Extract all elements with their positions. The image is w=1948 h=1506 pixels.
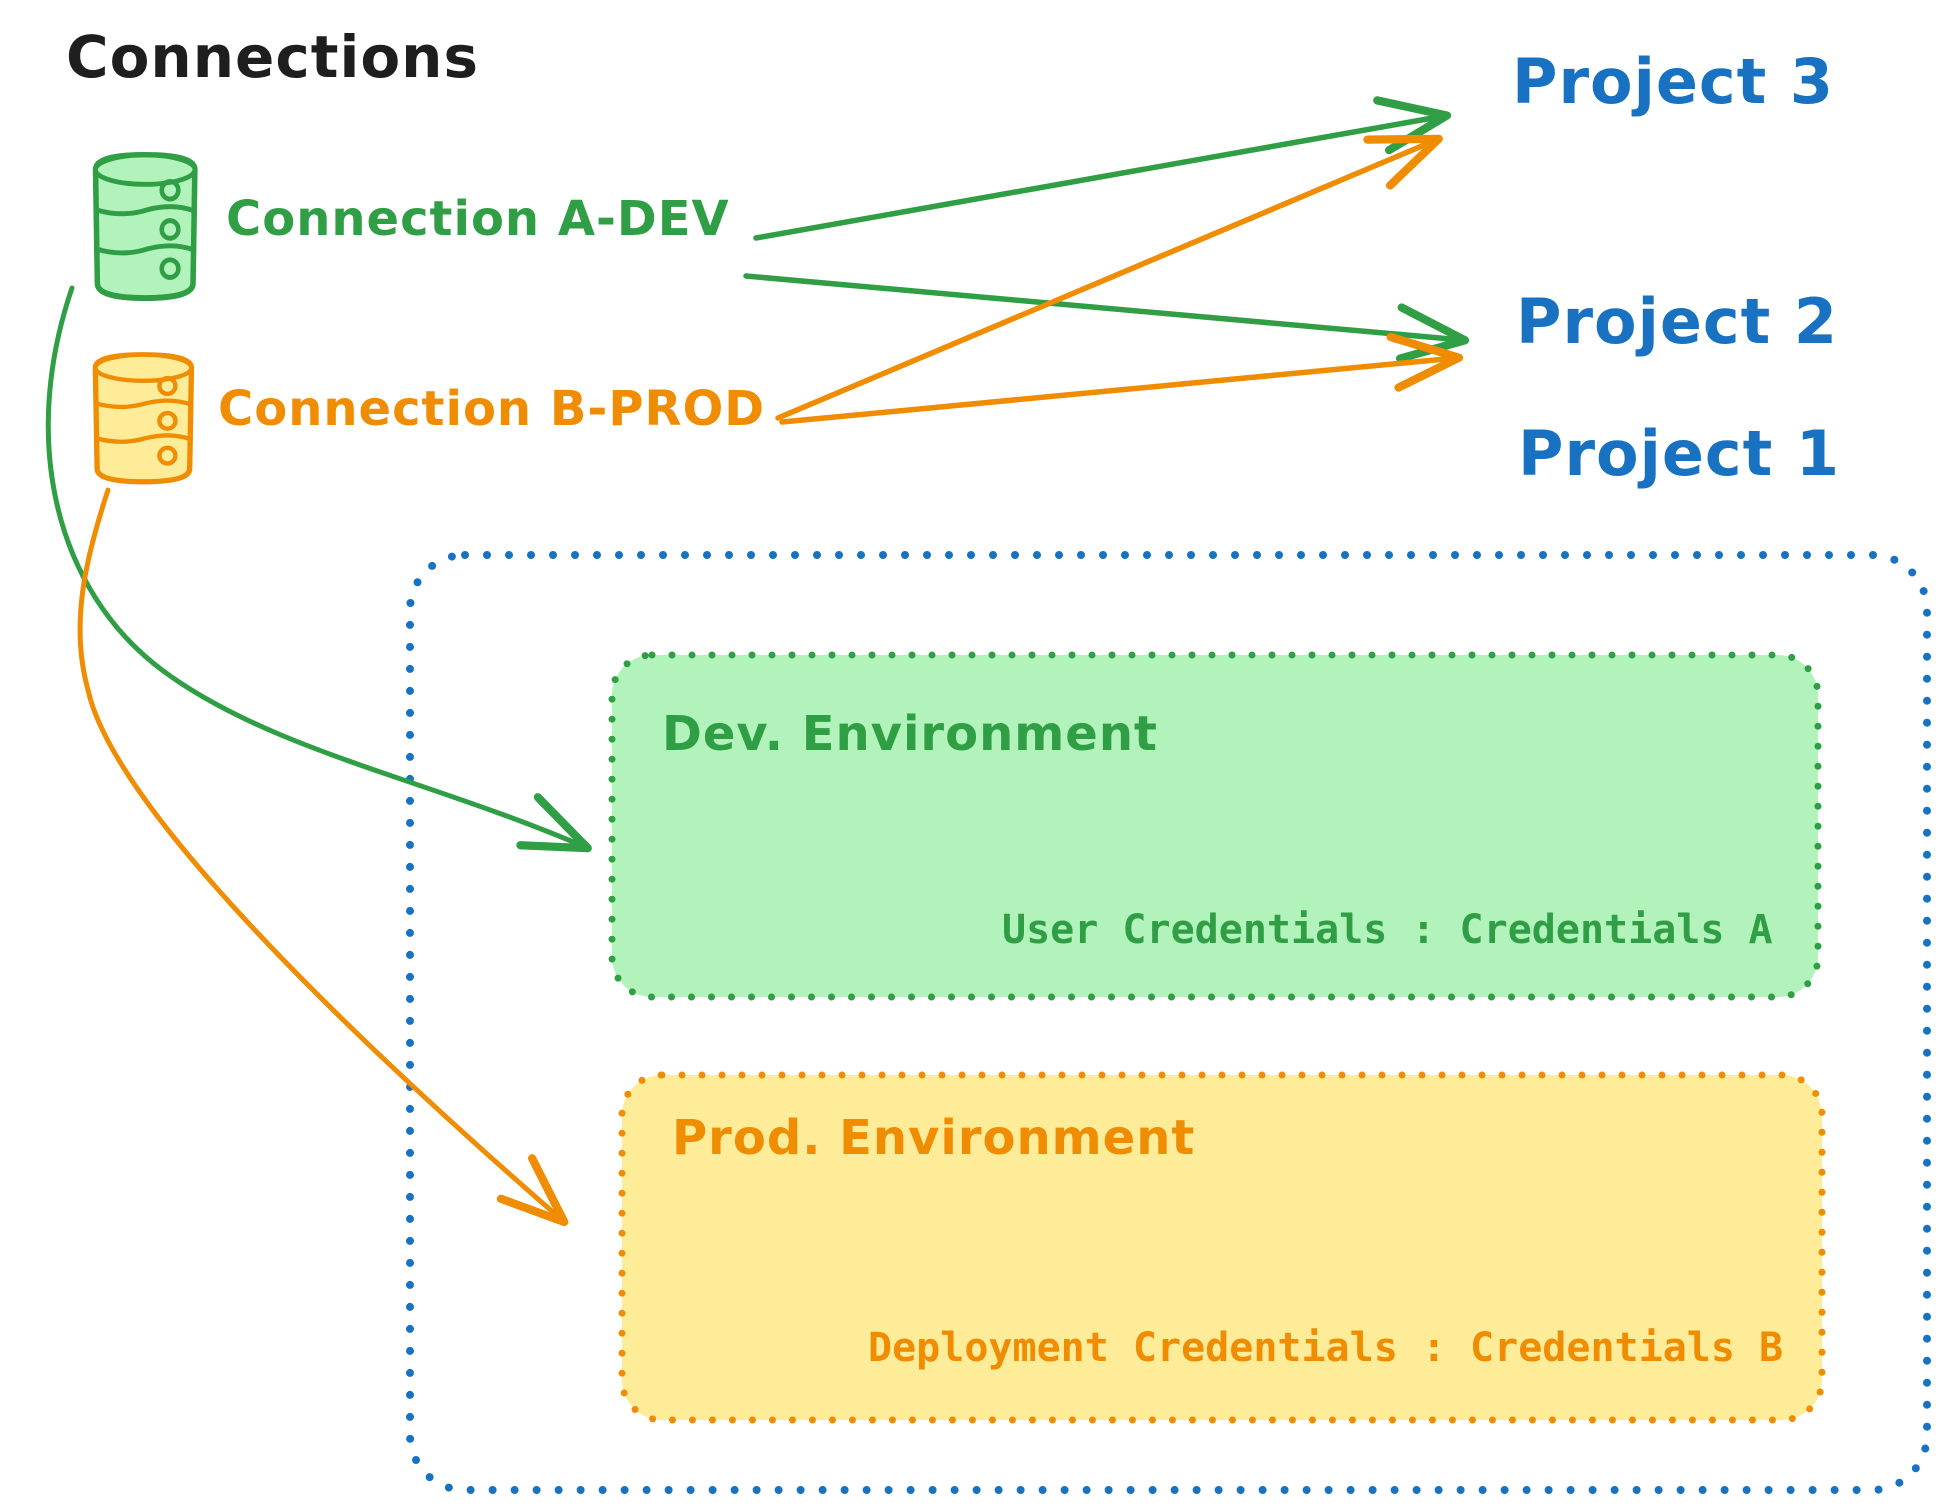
arrow-b-prod-to-project2 (779, 332, 1464, 425)
connections-title: Connections (66, 23, 479, 91)
connection-b-prod-label: Connection B-PROD (218, 381, 766, 437)
arrow-a-dev-to-project2 (743, 273, 1470, 363)
prod-environment-box (618, 1071, 1826, 1424)
prod-environment-title: Prod. Environment (672, 1110, 1196, 1166)
database-icon-a-dev (92, 152, 198, 301)
connection-a-dev-label: Connection A-DEV (226, 191, 730, 247)
project-3-label: Project 3 (1512, 45, 1835, 118)
prod-environment-credentials: Deployment Credentials : Credentials B (868, 1325, 1784, 1371)
project-2-label: Project 2 (1516, 285, 1839, 358)
project1-container-box (406, 551, 1931, 1494)
arrow-b-prod-to-project3 (775, 134, 1443, 421)
project-1-label: Project 1 (1518, 417, 1841, 490)
dev-environment-credentials: User Credentials : Credentials A (1002, 907, 1773, 953)
arrow-b-prod-to-prod-environment (77, 487, 569, 1227)
dev-environment-box (608, 651, 1822, 1001)
arrow-a-dev-to-project3 (753, 96, 1452, 241)
arrow-a-dev-to-dev-environment (45, 285, 592, 853)
database-icon-b-prod (92, 352, 195, 485)
dev-environment-title: Dev. Environment (662, 706, 1158, 762)
